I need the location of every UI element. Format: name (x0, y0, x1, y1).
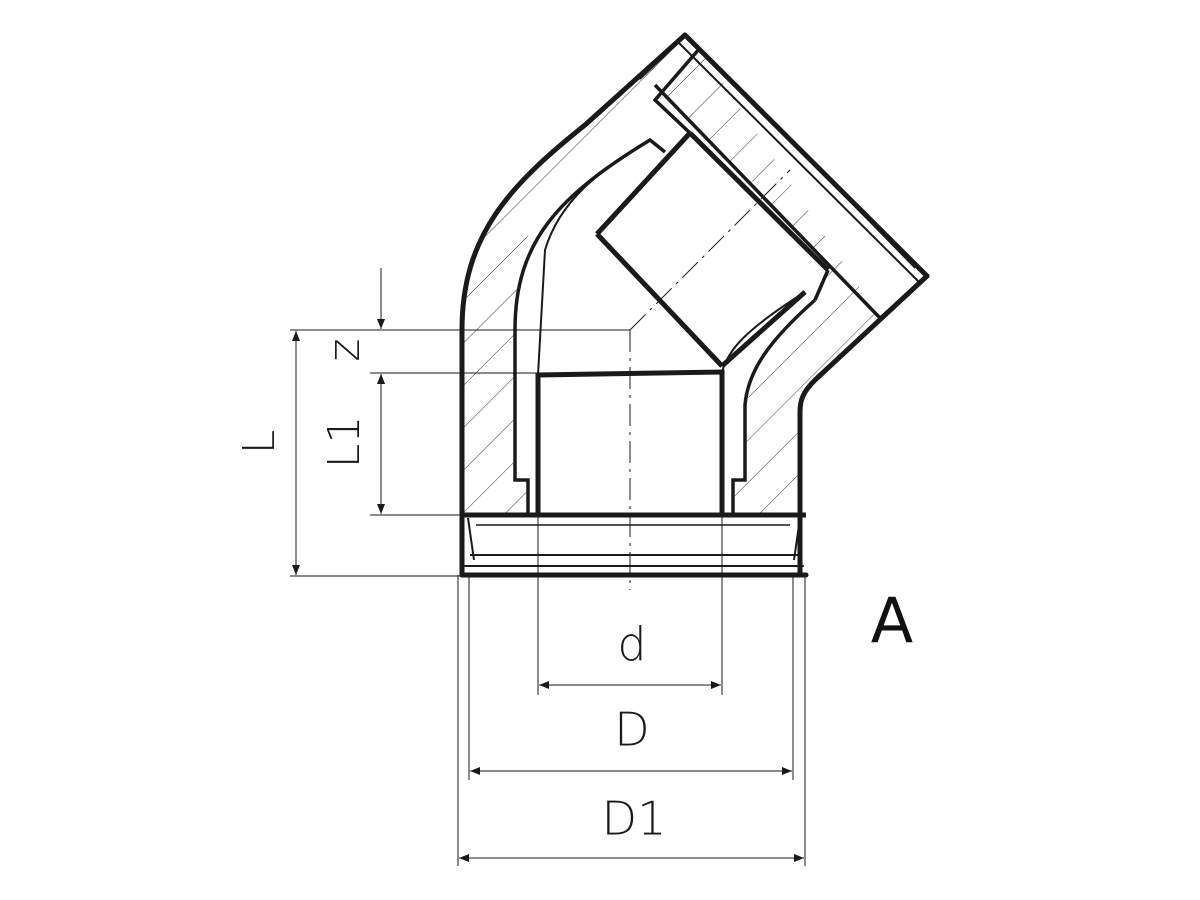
inner-liner-left-inner (537, 139, 651, 376)
upper-socket-wall-line (653, 83, 882, 320)
upper-socket-step (652, 46, 830, 301)
upper-end-face-inner (677, 41, 921, 284)
wall-section (462, 35, 880, 515)
vertical-dimensions (290, 268, 630, 577)
label-L: L (234, 430, 285, 455)
label-d: d (617, 618, 646, 672)
centre-lines (629, 169, 791, 590)
lower-socket (462, 512, 806, 561)
inner-liner-right (731, 298, 817, 515)
upper-socket-bottom (688, 131, 830, 272)
lower-socket-right-chamfer (793, 517, 801, 561)
upper-socket-hatch (640, 35, 880, 318)
diagonal-centre-line (629, 169, 791, 331)
label-z: z (319, 338, 370, 361)
view-label: A (871, 584, 913, 657)
label-D1: D1 (602, 792, 667, 846)
lower-socket-left-chamfer (467, 517, 800, 561)
label-L1: L1 (319, 416, 370, 469)
outer-right-wall (797, 273, 930, 578)
label-D: D (614, 703, 649, 757)
upper-bore-left-wall (595, 131, 692, 236)
right-wall-hatch (733, 268, 880, 515)
horizontal-dimensions (457, 515, 806, 866)
upper-bore-right-edge (720, 290, 807, 368)
upper-socket-thread-line (699, 47, 916, 269)
outer-left-wall (459, 32, 688, 578)
dimension-labels: L L1 z d D D1 (234, 338, 666, 845)
